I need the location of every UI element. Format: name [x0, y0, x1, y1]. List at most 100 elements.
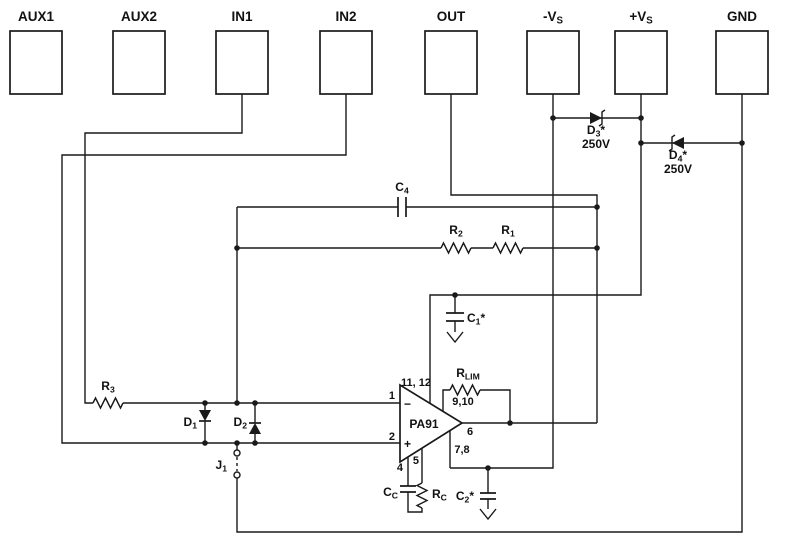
terminal-box-gnd [715, 30, 769, 95]
terminal-in2: IN2 [319, 9, 373, 95]
cc-label: CC [383, 485, 398, 501]
terminal-out: OUT [424, 9, 478, 95]
terminal-vplus: +VS [614, 9, 668, 95]
pin2-label: 2 [389, 431, 395, 443]
j1-label: J1 [216, 458, 228, 474]
opamp-plus-sign: + [404, 437, 411, 451]
terminal-label-in1: IN1 [231, 9, 253, 24]
junction-dot [234, 245, 240, 251]
terminal-box-vminus [526, 30, 580, 95]
pin4-label: 4 [397, 462, 404, 474]
wire-in2-to-pin2 [61, 94, 400, 444]
c4-label: C4 [395, 180, 409, 196]
terminal-label-gnd: GND [727, 9, 757, 24]
rc-label: RC [432, 487, 447, 503]
junction-dot [202, 440, 208, 446]
terminal-label-aux2: AUX2 [121, 9, 157, 24]
ground-symbol-c2 [479, 508, 497, 521]
d1-diode-icon [199, 410, 211, 421]
junction-dots [202, 115, 745, 471]
current-limit: RLIM [442, 366, 511, 423]
opamp-minus-sign: − [404, 397, 411, 411]
resistor-rlim [449, 383, 481, 397]
junction-dot [202, 400, 208, 406]
pin6-label: 6 [467, 426, 473, 438]
capacitor-cc [400, 485, 416, 493]
wire-vplus-rail [429, 94, 642, 403]
net-vminus: C2* [449, 94, 554, 521]
capacitor-c4 [397, 197, 407, 217]
r2-label: R2 [449, 223, 463, 239]
pin1112-label: 11, 12 [401, 377, 431, 389]
d4-voltage: 250V [664, 162, 692, 176]
d3-diode-icon [590, 112, 602, 124]
compensation: CC RC [383, 448, 447, 513]
jumper-j1: J1 [216, 443, 241, 479]
junction-dot [739, 140, 745, 146]
d2-label: D2 [234, 415, 248, 431]
junction-dot [550, 115, 556, 121]
diode-d1: D1 [184, 403, 211, 443]
r1-label: R1 [501, 223, 515, 239]
j1-pin-top [233, 449, 241, 457]
diode-d4: D4* 250V [641, 134, 742, 176]
wire-out-terminal [450, 94, 598, 423]
pin1-label: 1 [389, 390, 395, 402]
terminal-gnd: GND [715, 9, 769, 95]
junction-dot [452, 292, 458, 298]
d3-voltage: 250V [582, 137, 610, 151]
terminal-aux2: AUX2 [112, 9, 166, 95]
junction-dot [594, 204, 600, 210]
c2-label: C2* [456, 489, 474, 505]
wire-vminus-rail [450, 94, 554, 469]
opamp-name: PA91 [409, 417, 438, 431]
diode-d2: D2 [234, 403, 261, 443]
resistor-r1 [492, 241, 524, 255]
terminal-box-aux2 [112, 30, 166, 95]
terminal-label-vplus: +VS [629, 9, 653, 27]
junction-dot [594, 245, 600, 251]
junction-dot [638, 115, 644, 121]
d4-label: D4* [669, 148, 687, 164]
net-vplus: C1* [429, 94, 642, 403]
junction-dot [485, 465, 491, 471]
d1-label: D1 [184, 415, 198, 431]
opamp-pa91: PA91 − + 1 2 11, 12 9,10 6 7,8 4 5 [389, 377, 474, 474]
resistor-rc [415, 482, 429, 509]
wire-ground-rail [236, 94, 743, 533]
wire-in1-to-r3 [84, 94, 243, 404]
d2-diode-icon [249, 423, 261, 434]
terminal-vminus: -VS [526, 9, 580, 95]
wire-cc-leg [407, 457, 423, 513]
pin78-label: 7,8 [454, 444, 469, 456]
terminal-in1: IN1 [215, 9, 269, 95]
terminal-box-in1 [215, 30, 269, 95]
rlim-label: RLIM [456, 366, 480, 382]
terminal-label-in2: IN2 [335, 9, 356, 24]
terminal-box-aux1 [9, 30, 63, 95]
resistor-r2 [440, 241, 472, 255]
pin5-label: 5 [413, 455, 419, 467]
d4-zener-bar [668, 134, 676, 152]
d3-zener-bar [598, 109, 606, 127]
r3-label: R3 [101, 379, 115, 395]
resistor-r3 [92, 396, 124, 410]
junction-dot [234, 440, 240, 446]
opamp-triangle [399, 383, 464, 464]
terminal-label-vminus: -VS [543, 9, 564, 27]
net-in1: R3 [84, 94, 400, 410]
capacitor-c2 [480, 492, 496, 500]
wire-rlim-to-output [480, 389, 511, 423]
net-output [450, 94, 598, 424]
capacitor-c1 [446, 312, 464, 322]
c1-label: C1* [467, 311, 485, 327]
pin910-label: 9,10 [452, 396, 473, 408]
junction-dot [234, 400, 240, 406]
terminal-label-out: OUT [437, 9, 466, 24]
wire-ilim-stub [442, 389, 450, 411]
terminal-aux1: AUX1 [9, 9, 63, 95]
junction-dot [252, 440, 258, 446]
net-feedback: C4 R2 R1 [236, 180, 597, 403]
junction-dot [638, 140, 644, 146]
ground-symbol-c1 [446, 331, 464, 344]
